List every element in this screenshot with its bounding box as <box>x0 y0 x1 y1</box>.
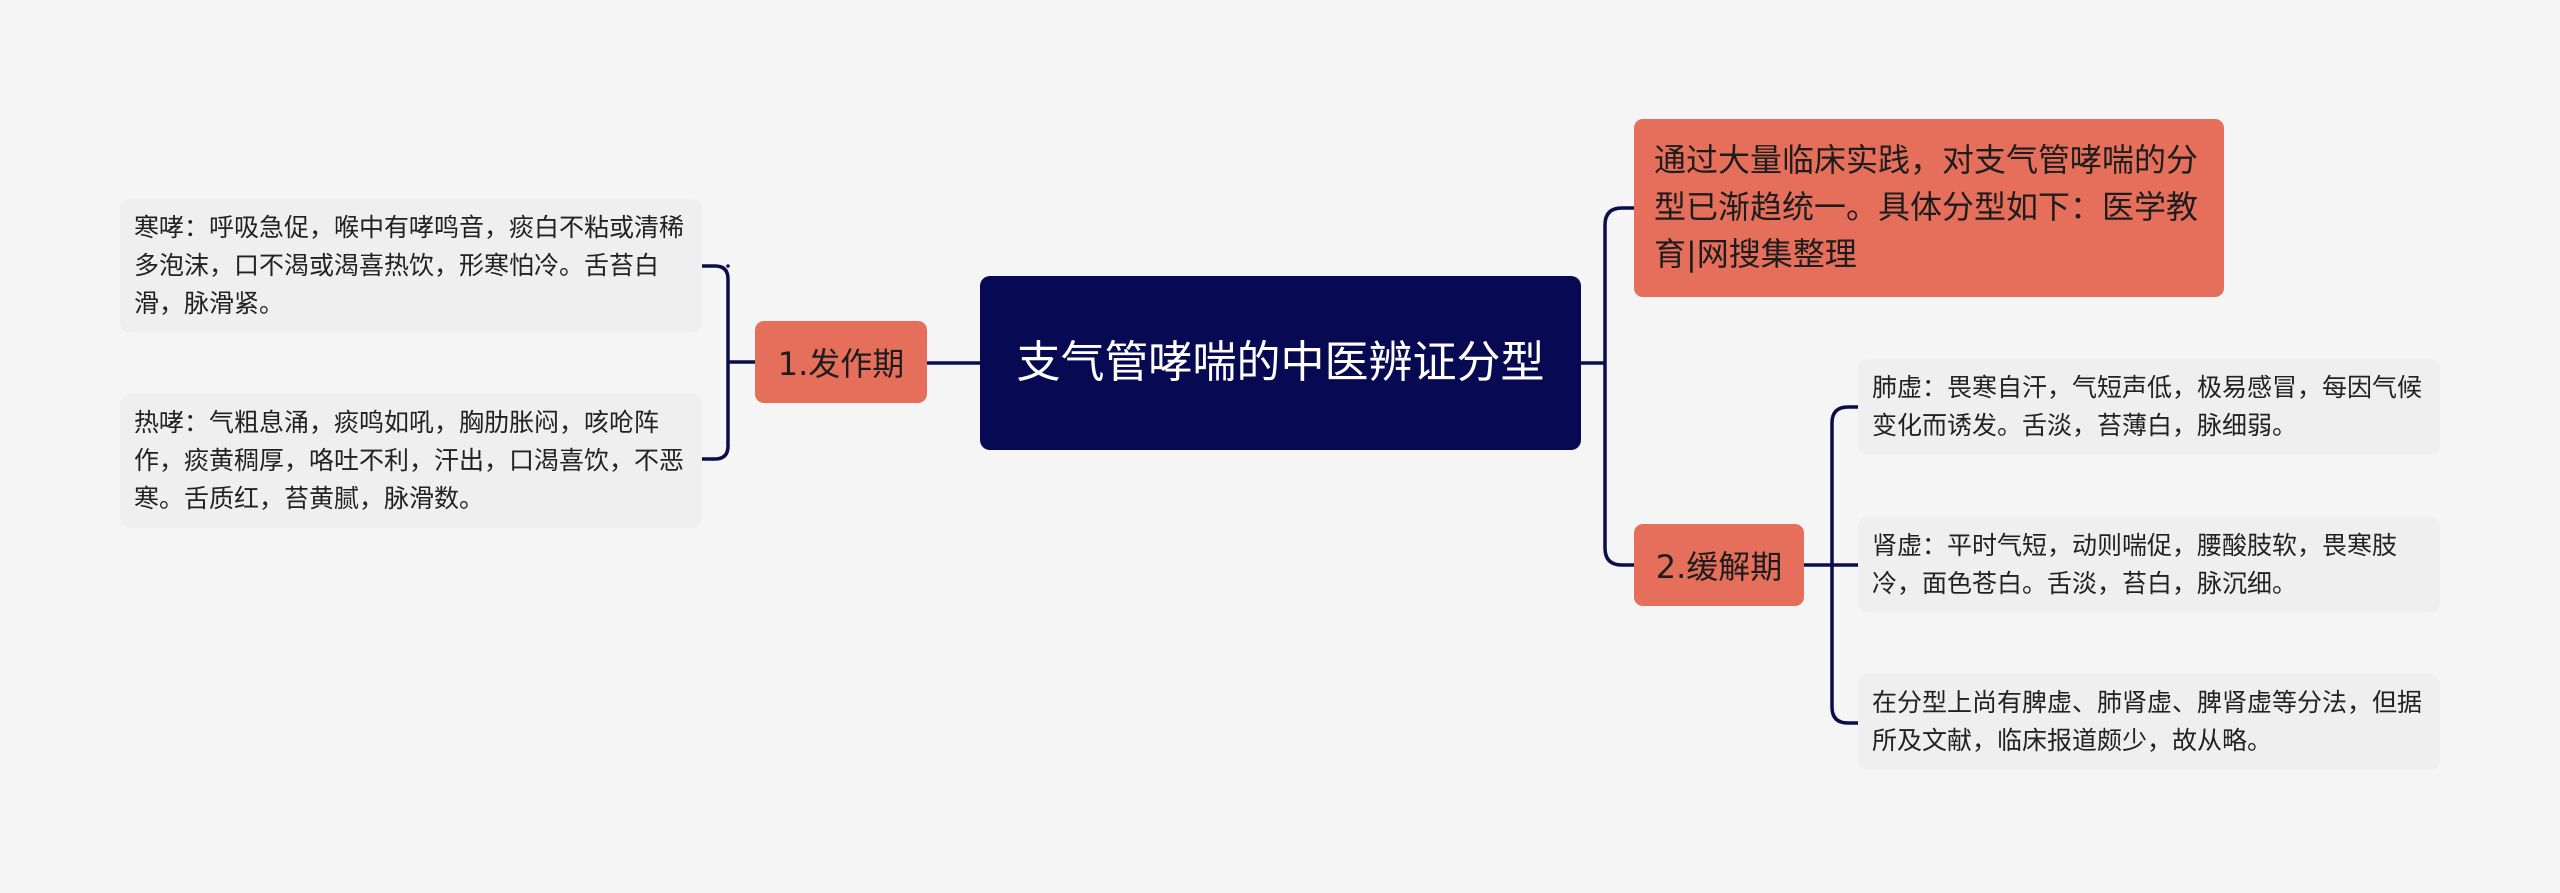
leaf-text: 肺虚：畏寒自汗，气短声低，极易感冒，每因气候变化而诱发。舌淡，苔薄白，脉细弱。 <box>1872 373 2423 440</box>
leaf-text: 在分型上尚有脾虚、肺肾虚、脾肾虚等分法，但据所及文献，临床报道颇少，故从略。 <box>1872 688 2423 755</box>
branch-remission-phase[interactable]: 2.缓解期 <box>1634 524 1804 606</box>
branch-attack-phase[interactable]: 1.发作期 <box>755 321 927 403</box>
leaf-text: 热哮：气粗息涌，痰鸣如吼，胸肋胀闷，咳呛阵作，痰黄稠厚，咯吐不利，汗出，口渴喜饮… <box>134 408 685 513</box>
intro-note-node[interactable]: 通过大量临床实践，对支气管哮喘的分型已渐趋统一。具体分型如下：医学教育|网搜集整… <box>1634 119 2224 297</box>
leaf-other-types[interactable]: 在分型上尚有脾虚、肺肾虚、脾肾虚等分法，但据所及文献，临床报道颇少，故从略。 <box>1858 674 2440 770</box>
root-node[interactable]: 支气管哮喘的中医辨证分型 <box>980 276 1581 450</box>
branch-remission-label: 2.缓解期 <box>1655 548 1783 586</box>
leaf-text: 寒哮：呼吸急促，喉中有哮鸣音，痰白不粘或清稀多泡沫，口不渴或渴喜热饮，形寒怕冷。… <box>134 213 685 318</box>
leaf-text: 肾虚：平时气短，动则喘促，腰酸肢软，畏寒肢冷，面色苍白。舌淡，苔白，脉沉细。 <box>1872 531 2398 598</box>
intro-note-text: 通过大量临床实践，对支气管哮喘的分型已渐趋统一。具体分型如下：医学教育|网搜集整… <box>1654 141 2199 273</box>
link-root-right <box>1579 206 1636 567</box>
leaf-kidney-deficiency[interactable]: 肾虚：平时气短，动则喘促，腰酸肢软，畏寒肢冷，面色苍白。舌淡，苔白，脉沉细。 <box>1858 517 2440 613</box>
branch-attack-label: 1.发作期 <box>777 345 905 383</box>
link-branch-attack-leaves <box>700 264 757 461</box>
leaf-heat-asthma[interactable]: 热哮：气粗息涌，痰鸣如吼，胸肋胀闷，咳呛阵作，痰黄稠厚，咯吐不利，汗出，口渴喜饮… <box>120 394 702 528</box>
link-branch-remission-leaves <box>1802 405 1860 725</box>
leaf-cold-asthma[interactable]: 寒哮：呼吸急促，喉中有哮鸣音，痰白不粘或清稀多泡沫，口不渴或渴喜热饮，形寒怕冷。… <box>120 199 702 333</box>
root-title: 支气管哮喘的中医辨证分型 <box>1016 337 1545 388</box>
leaf-lung-deficiency[interactable]: 肺虚：畏寒自汗，气短声低，极易感冒，每因气候变化而诱发。舌淡，苔薄白，脉细弱。 <box>1858 359 2440 455</box>
